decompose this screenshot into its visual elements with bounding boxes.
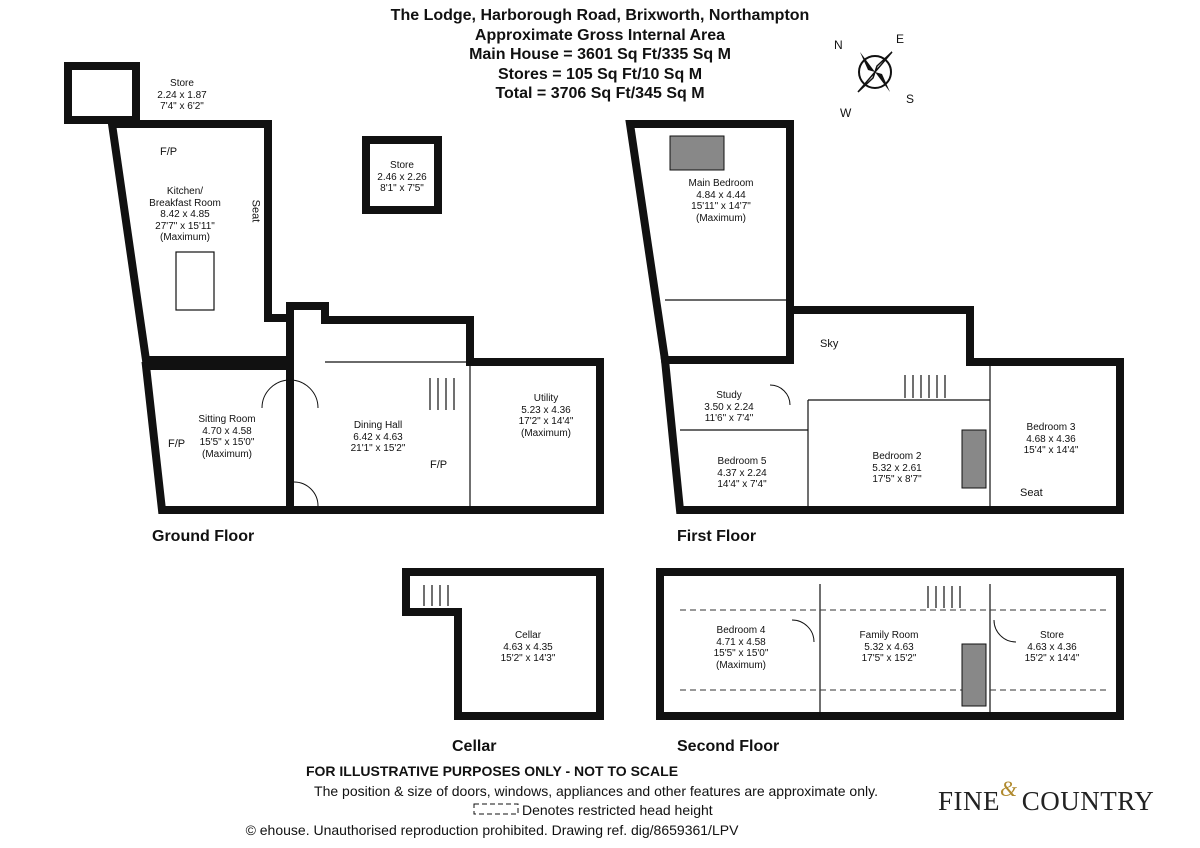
stores-area: Stores = 105 Sq Ft/10 Sq M	[497, 65, 703, 83]
tag-fp-sitting: F/P	[168, 438, 186, 450]
stairs-ground	[429, 378, 455, 410]
wall-cellar	[402, 568, 604, 720]
area-subtitle: Approximate Gross Internal Area	[474, 26, 726, 44]
door-sitting	[261, 379, 319, 409]
fine-country-logo: FINE COUNTRY &	[938, 776, 1154, 826]
stairs-second	[927, 586, 961, 608]
footer-note: The position & size of doors, windows, a…	[314, 783, 878, 799]
door-study	[769, 384, 791, 406]
main-house-area: Main House = 3601 Sq Ft/335 Sq M	[469, 46, 731, 63]
wall-dining	[286, 302, 604, 514]
floor-label-first: First Floor	[677, 528, 757, 545]
chimney-second	[961, 643, 987, 707]
footer-legend: Denotes restricted head height	[522, 802, 713, 818]
wall-store-top	[64, 62, 140, 124]
compass-south: S	[906, 92, 915, 106]
tag-fp-kitchen: F/P	[160, 146, 178, 158]
compass-north: N	[834, 38, 843, 52]
tag-sky: Sky	[820, 338, 839, 350]
wall-store-mid	[362, 136, 442, 214]
legend-dashed-icon	[473, 803, 519, 815]
tag-seat-bed3: Seat	[1020, 487, 1043, 499]
plan-header: The Lodge, Harborough Road, Brixworth, N…	[0, 6, 1200, 104]
floor-label-ground: Ground Floor	[152, 528, 255, 545]
floor-label-second: Second Floor	[677, 738, 780, 755]
stairs-first	[904, 375, 946, 398]
tag-fp-dining: F/P	[430, 459, 448, 471]
chimney-main-bedroom	[669, 135, 725, 171]
tag-seat-kitchen: Seat	[249, 199, 262, 223]
door-store-second	[993, 619, 1017, 643]
total-area: Total = 3706 Sq Ft/345 Sq M	[495, 85, 705, 102]
logo-text: FINE COUNTRY	[938, 786, 1155, 816]
door-bedroom4	[791, 619, 815, 643]
floor-label-cellar: Cellar	[452, 738, 497, 755]
compass-icon: N E S W	[830, 30, 920, 120]
compass-east: E	[896, 32, 905, 46]
wall-second-floor	[656, 568, 1124, 720]
property-title: The Lodge, Harborough Road, Brixworth, N…	[390, 7, 810, 24]
chimney-bedroom3	[961, 429, 987, 489]
door-dining	[293, 481, 319, 507]
stairs-cellar	[423, 585, 449, 606]
footer-disclaimer: FOR ILLUSTRATIVE PURPOSES ONLY - NOT TO …	[305, 763, 679, 779]
compass-west: W	[840, 106, 852, 120]
wall-first-floor	[660, 306, 1124, 514]
logo-ampersand: &	[1000, 776, 1018, 801]
footer-copyright: © ehouse. Unauthorised reproduction proh…	[245, 822, 739, 838]
